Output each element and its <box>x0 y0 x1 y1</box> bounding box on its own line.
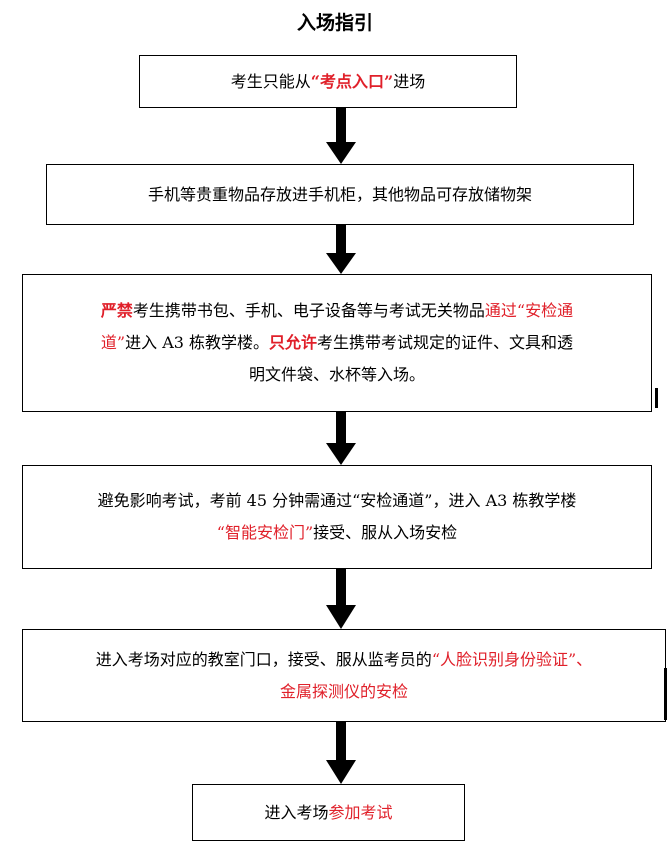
step-text-segment: 考生携带书包、手机、电子设备等与考试无关物品 <box>132 301 485 320</box>
step-text-line: 避免影响考试，考前 45 分钟需通过“安检通道”，进入 A3 栋教学楼 <box>98 485 577 517</box>
step-text-line: 严禁考生携带书包、手机、电子设备等与考试无关物品通过“安检通 <box>101 295 573 327</box>
step-text-segment: “智能安检门” <box>216 523 314 542</box>
step-text-segment: 道” <box>100 333 126 352</box>
step-4-box: 避免影响考试，考前 45 分钟需通过“安检通道”，进入 A3 栋教学楼 “智能安检… <box>22 465 652 569</box>
step-text-segment: 进入考场对应的教室门口，接受、服从监考员的 <box>95 649 432 669</box>
diagram-title: 入场指引 <box>296 12 373 34</box>
step-text-line: 道”进入 A3 栋教学楼。只允许考生携带考试规定的证件、文具和透 <box>101 327 573 359</box>
down-arrow-icon <box>326 722 356 784</box>
step-text-segment: “考点入口” <box>310 71 394 91</box>
step-text-line: 金属探测仪的安检 <box>96 676 592 708</box>
step-text-segment: “人脸识别身份验证”、 <box>431 649 593 669</box>
step-text-line: 明文件袋、水杯等入场。 <box>101 359 573 391</box>
step-text-line: “智能安检门”接受、服从入场安检 <box>98 517 577 549</box>
down-arrow-icon <box>326 108 356 164</box>
down-arrow-icon <box>326 412 356 465</box>
side-marker <box>664 668 667 720</box>
step-text-segment: 进场 <box>393 71 426 91</box>
down-arrow-icon <box>326 569 356 629</box>
step-text-segment: 明文件袋、水杯等入场。 <box>248 365 425 384</box>
step-2-text: 手机等贵重物品存放进手机柜，其他物品可存放储物架 <box>148 179 532 211</box>
step-text-line: 考生只能从“考点入口”进场 <box>231 66 425 98</box>
step-1-box: 考生只能从“考点入口”进场 <box>139 55 517 108</box>
step-3-text: 严禁考生携带书包、手机、电子设备等与考试无关物品通过“安检通道”进入 A3 栋教… <box>101 295 573 391</box>
step-text-segment: 避免影响考试，考前 45 分钟需通过“安检通道”，进入 A3 栋教学楼 <box>97 491 577 510</box>
step-text-segment: 通过“安检通 <box>484 301 574 320</box>
step-3-box: 严禁考生携带书包、手机、电子设备等与考试无关物品通过“安检通道”进入 A3 栋教… <box>22 274 652 412</box>
step-text-segment: 金属探测仪的安检 <box>279 681 408 701</box>
step-text-segment: 手机等贵重物品存放进手机柜，其他物品可存放储物架 <box>147 184 532 204</box>
step-6-box: 进入考场参加考试 <box>192 784 465 841</box>
side-marker <box>655 388 658 408</box>
step-text-segment: 进入考场 <box>264 802 329 822</box>
step-text-segment: 考生携带考试规定的证件、文具和透 <box>317 333 574 352</box>
step-text-segment: 进入 A3 栋教学楼。 <box>125 333 270 352</box>
down-arrow-icon <box>326 225 356 274</box>
step-5-box: 进入考场对应的教室门口，接受、服从监考员的“人脸识别身份验证”、金属探测仪的安检 <box>22 629 666 722</box>
step-6-text: 进入考场参加考试 <box>264 797 392 829</box>
step-text-segment: 接受、服从入场安检 <box>313 523 458 542</box>
step-text-line: 进入考场参加考试 <box>264 797 392 829</box>
step-text-line: 手机等贵重物品存放进手机柜，其他物品可存放储物架 <box>148 179 532 211</box>
step-1-text: 考生只能从“考点入口”进场 <box>231 66 425 98</box>
step-2-box: 手机等贵重物品存放进手机柜，其他物品可存放储物架 <box>46 164 634 225</box>
step-4-text: 避免影响考试，考前 45 分钟需通过“安检通道”，进入 A3 栋教学楼 “智能安检… <box>98 485 577 549</box>
step-text-segment: 只允许 <box>269 333 318 352</box>
step-text-segment: 参加考试 <box>328 802 393 822</box>
step-text-segment: 考生只能从 <box>230 71 311 91</box>
step-text-line: 进入考场对应的教室门口，接受、服从监考员的“人脸识别身份验证”、 <box>96 644 592 676</box>
step-5-text: 进入考场对应的教室门口，接受、服从监考员的“人脸识别身份验证”、金属探测仪的安检 <box>96 644 592 708</box>
step-text-segment: 严禁 <box>100 301 133 320</box>
